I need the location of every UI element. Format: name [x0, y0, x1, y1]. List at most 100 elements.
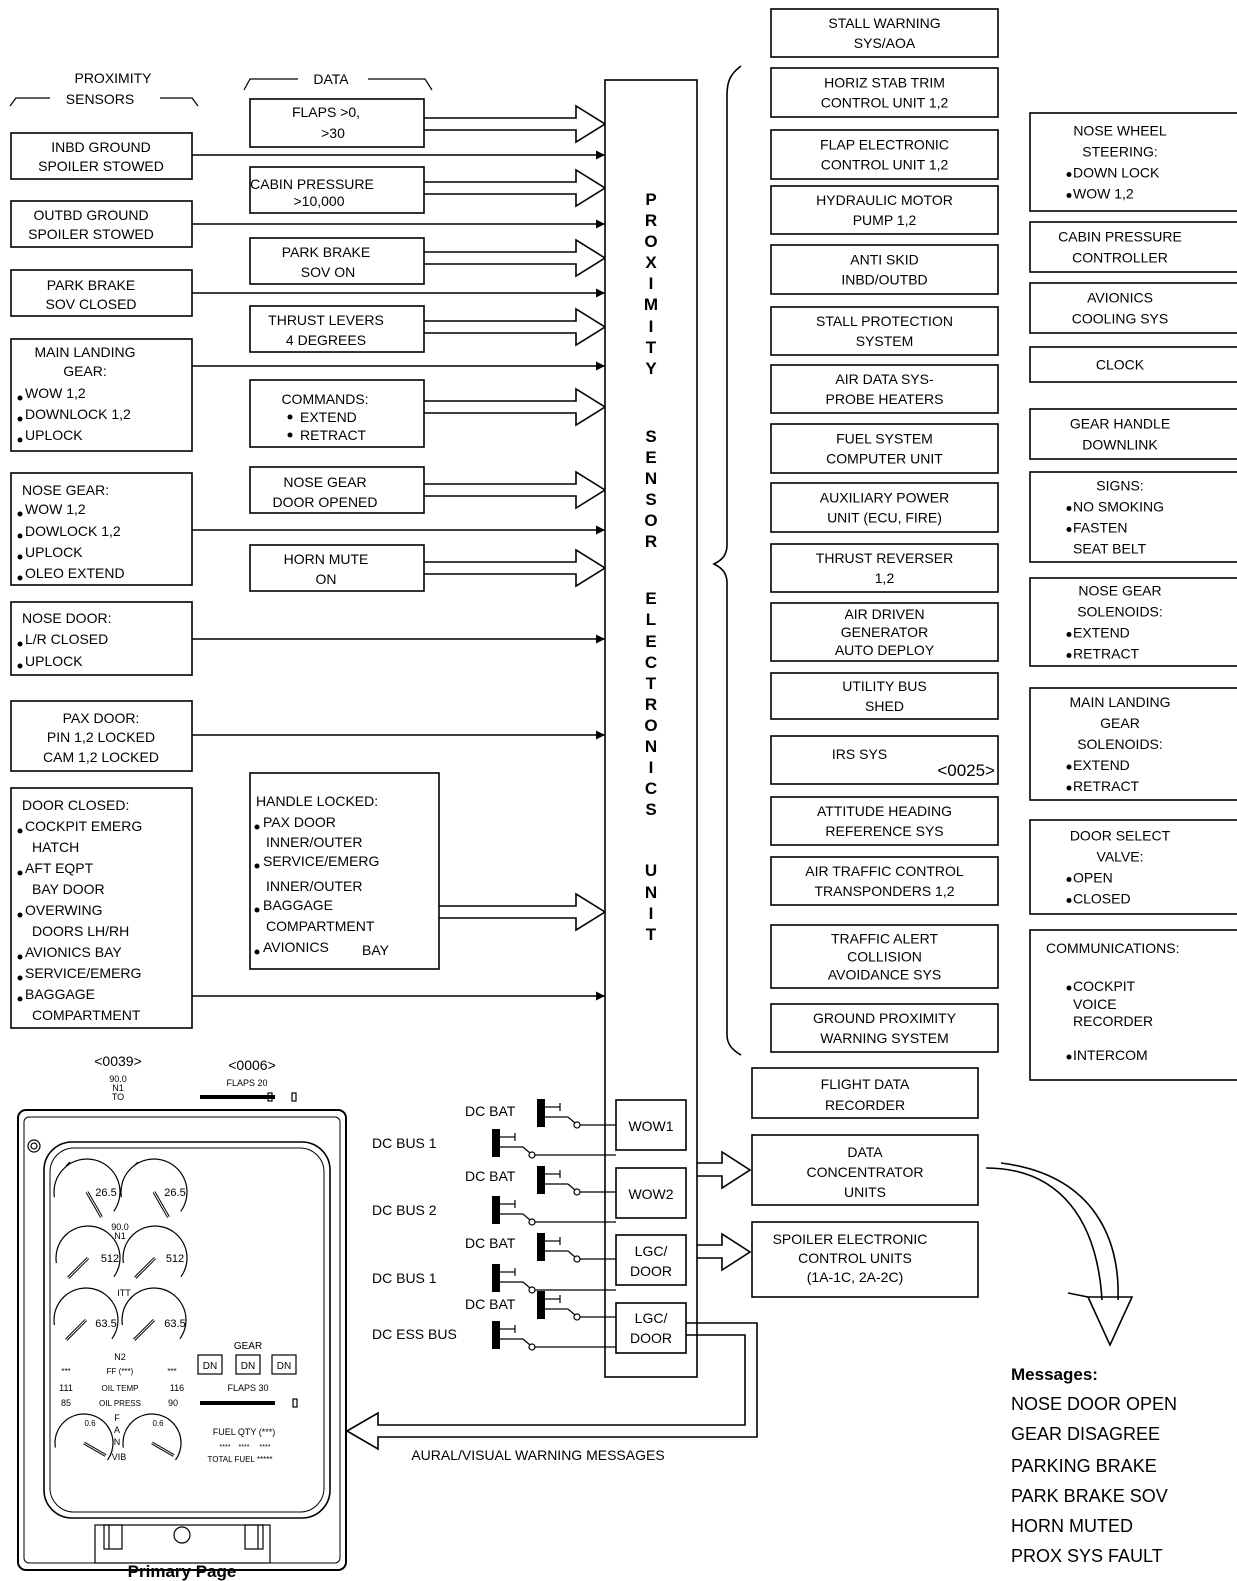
psu-letter: N	[645, 469, 657, 488]
svg-text:SPOILER STOWED: SPOILER STOWED	[28, 226, 154, 242]
gauge-dial	[121, 1287, 187, 1341]
svg-text:512: 512	[166, 1253, 184, 1265]
psu-letter: U	[645, 861, 657, 880]
svg-text:4 DEGREES: 4 DEGREES	[286, 332, 366, 348]
system-label: GEAR HANDLE	[1070, 416, 1170, 432]
system-box: AIR DATA SYS-PROBE HEATERS	[770, 364, 999, 414]
system-box-right: CLOCK	[1029, 346, 1237, 383]
svg-text:OVERWING: OVERWING	[25, 902, 103, 918]
system-label: NOSE WHEEL	[1073, 123, 1167, 139]
system-label: SOLENOIDS:	[1077, 604, 1163, 620]
eicas-callouts: <0039> 90.0 N1 TO <0006> FLAPS 20	[94, 1053, 297, 1102]
svg-text:90.0: 90.0	[111, 1222, 129, 1232]
svg-text:DC BAT: DC BAT	[465, 1296, 516, 1312]
psu-letter: S	[645, 490, 656, 509]
system-label: FLAP ELECTRONIC	[820, 137, 949, 153]
switch	[492, 1291, 616, 1351]
system-label: ATTITUDE HEADING	[817, 803, 952, 819]
psu-letter: Y	[645, 359, 657, 378]
svg-text:N1: N1	[114, 1231, 126, 1241]
system-label: RETRACT	[1073, 778, 1140, 794]
svg-text:DC BUS 1: DC BUS 1	[372, 1135, 437, 1151]
flight-data-recorder: FLIGHT DATA RECORDER	[751, 1067, 979, 1119]
svg-text:N2: N2	[114, 1352, 126, 1362]
svg-text:OUTBD GROUND: OUTBD GROUND	[33, 207, 148, 223]
system-label: ANTI SKID	[850, 252, 918, 268]
sensor-outbd-ground-spoiler: OUTBD GROUND SPOILER STOWED	[10, 200, 193, 248]
psu-letter: E	[645, 448, 656, 467]
svg-text:OIL PRESS: OIL PRESS	[99, 1399, 141, 1408]
svg-text:PROX SYS FAULT: PROX SYS FAULT	[1011, 1546, 1163, 1566]
psu-letter: C	[645, 779, 657, 798]
sensor-nose-gear: NOSE GEAR: WOW 1,2 DOWLOCK 1,2 UPLOCK OL…	[10, 472, 193, 586]
svg-text:MAIN LANDING: MAIN LANDING	[34, 344, 135, 360]
svg-text:UPLOCK: UPLOCK	[25, 427, 83, 443]
svg-text:DN: DN	[241, 1361, 255, 1372]
svg-text:DATA: DATA	[847, 1144, 883, 1160]
svg-text:OIL TEMP: OIL TEMP	[102, 1384, 139, 1393]
switch	[492, 1099, 616, 1159]
system-label: RETRACT	[1073, 646, 1140, 662]
svg-text:FLAPS 20: FLAPS 20	[226, 1078, 267, 1088]
system-label: SYSTEM	[856, 333, 914, 349]
sensor-arrows	[192, 150, 605, 1001]
system-label: DOWN LOCK	[1073, 165, 1160, 181]
svg-text:WOW2: WOW2	[628, 1186, 673, 1202]
svg-text:N1: N1	[112, 1083, 124, 1093]
svg-text:GEAR:: GEAR:	[63, 363, 107, 379]
psu-letter: X	[645, 253, 657, 272]
svg-text:LGC/: LGC/	[635, 1243, 668, 1259]
system-label: DOWNLINK	[1082, 437, 1158, 453]
svg-text:NOSE GEAR: NOSE GEAR	[283, 474, 366, 490]
svg-text:DOWLOCK 1,2: DOWLOCK 1,2	[25, 523, 121, 539]
system-label: WARNING SYSTEM	[820, 1030, 949, 1046]
system-label: PUMP 1,2	[853, 212, 917, 228]
svg-text:NOSE GEAR:: NOSE GEAR:	[22, 482, 109, 498]
system-label: FUEL SYSTEM	[836, 431, 933, 447]
svg-text:SOV CLOSED: SOV CLOSED	[45, 296, 136, 312]
psu-letter: R	[645, 211, 657, 230]
system-label: SHED	[865, 698, 904, 714]
svg-text:LGC/: LGC/	[635, 1310, 668, 1326]
svg-text:TO: TO	[112, 1092, 124, 1102]
system-label: COOLING SYS	[1072, 311, 1168, 327]
svg-text:***: ***	[61, 1367, 70, 1376]
svg-text:90.0: 90.0	[109, 1074, 127, 1084]
svg-text:DOOR OPENED: DOOR OPENED	[272, 494, 377, 510]
psu-letter: C	[645, 653, 657, 672]
gauge-dial	[120, 1158, 188, 1218]
svg-text:FLIGHT DATA: FLIGHT DATA	[821, 1076, 910, 1092]
svg-text:HORN MUTED: HORN MUTED	[1011, 1516, 1133, 1536]
system-label: WOW 1,2	[1073, 186, 1134, 202]
svg-text:AFT EQPT: AFT EQPT	[25, 860, 94, 876]
proximity-sensors-header: PROXIMITY SENSORS	[9, 70, 199, 107]
psu-letter: E	[645, 589, 656, 608]
svg-text:HORN MUTE: HORN MUTE	[284, 551, 369, 567]
data-thrust-levers: THRUST LEVERS 4 DEGREES	[249, 305, 425, 353]
svg-text:DOORS LH/RH: DOORS LH/RH	[32, 923, 129, 939]
sensor-park-brake-sov: PARK BRAKE SOV CLOSED	[10, 269, 193, 317]
system-label: NO SMOKING	[1073, 499, 1164, 515]
svg-text:GEAR: GEAR	[234, 1341, 262, 1352]
reference-code: <0025>	[937, 761, 995, 780]
svg-text:DC BUS 2: DC BUS 2	[372, 1202, 437, 1218]
svg-text:AURAL/VISUAL WARNING MESSAGES: AURAL/VISUAL WARNING MESSAGES	[411, 1447, 664, 1463]
sensor-inbd-ground-spoiler: INBD GROUND SPOILER STOWED	[10, 132, 193, 180]
svg-text:NOSE DOOR OPEN: NOSE DOOR OPEN	[1011, 1394, 1177, 1414]
gauge-dial	[54, 1413, 114, 1461]
gauge-dial	[122, 1413, 182, 1461]
svg-text:512: 512	[101, 1253, 119, 1265]
svg-text:CABIN PRESSURE: CABIN PRESSURE	[250, 176, 374, 192]
svg-text:0.6: 0.6	[152, 1419, 164, 1428]
svg-text:CAM 1,2 LOCKED: CAM 1,2 LOCKED	[43, 749, 159, 765]
svg-text:COMPARTMENT: COMPARTMENT	[266, 918, 375, 934]
psu-letter: T	[646, 674, 657, 693]
system-label: COMPUTER UNIT	[826, 451, 943, 467]
